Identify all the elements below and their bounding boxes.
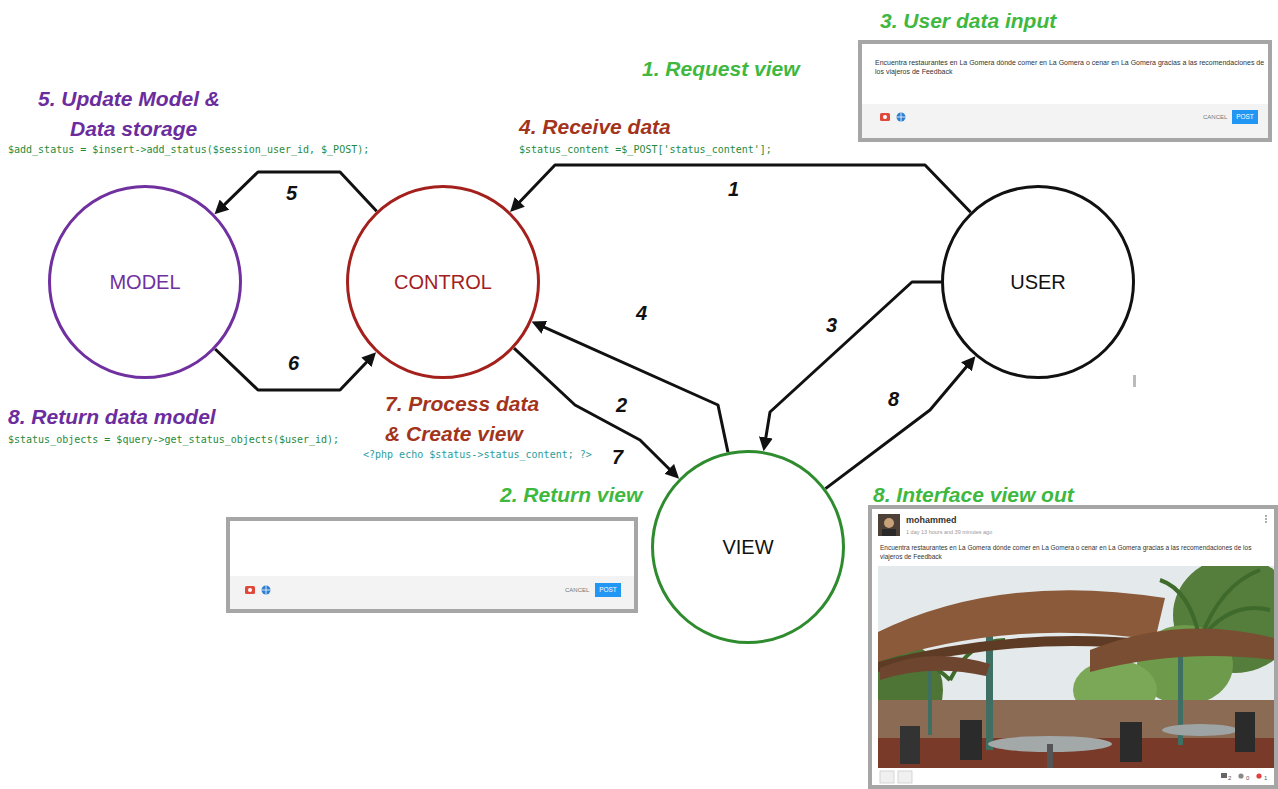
umbrella-pole <box>986 620 993 750</box>
action-button <box>880 771 894 783</box>
step-heading: 8. Return data model <box>8 402 216 432</box>
node-label: CONTROL <box>394 270 492 294</box>
input-form-screenshot: Encuentra restaurantes en La Gomera dónd… <box>858 40 1272 142</box>
flow-arrow <box>517 165 971 212</box>
control-circle: CONTROL <box>346 185 540 379</box>
step-number: 3 <box>826 314 837 336</box>
empty-form-screenshot: CANCEL POST <box>226 517 638 613</box>
chair <box>900 726 920 764</box>
view-circle: VIEW <box>651 450 845 644</box>
globe-icon <box>897 113 906 122</box>
code-snippet: $status_content =$_POST['status_content'… <box>519 144 772 156</box>
like-icon <box>1238 773 1243 778</box>
toolbar-band <box>230 576 634 609</box>
avatar <box>878 514 900 536</box>
camera-icon <box>880 113 890 121</box>
flow-arrow <box>541 326 728 452</box>
step-heading: 8. Interface view out <box>873 480 1074 510</box>
step-heading: 4. Receive data <box>519 112 671 142</box>
circle-outline <box>348 187 539 378</box>
code-snippet: $add_status = $insert->add_status($sessi… <box>8 144 369 156</box>
empty-form-toolbar <box>230 576 634 609</box>
step-heading: 7. Process data & Create view <box>385 389 550 449</box>
user-circle: USER <box>941 185 1135 379</box>
globe-lines <box>897 113 906 122</box>
circle-outline <box>653 452 844 643</box>
step-heading: 5. Update Model & Data storage <box>38 84 270 144</box>
screenshot-text: 0 <box>1246 775 1249 782</box>
node-label: MODEL <box>109 270 180 294</box>
chair <box>960 720 982 760</box>
screenshot-text: 1 day 13 hours and 39 minutes ago <box>906 529 992 536</box>
stray-mark <box>1133 375 1136 387</box>
input-toolbar <box>862 104 1268 138</box>
menu-dot <box>1265 518 1267 520</box>
flow-arrow <box>825 364 969 489</box>
post-screenshot: mohammed 1 day 13 hours and 39 minutes ag… <box>868 505 1278 789</box>
umbrella-thatch <box>1090 628 1274 672</box>
step-number: 5 <box>286 182 297 204</box>
callout-number: 7 <box>612 446 623 468</box>
action-button <box>898 771 912 783</box>
step-number: 6 <box>288 352 299 374</box>
flow-arrow <box>215 349 369 390</box>
screenshot-text: 1 <box>1264 775 1267 782</box>
screenshot-text: mohammed <box>906 515 957 526</box>
chair <box>1235 712 1255 752</box>
code-snippet: <?php echo $status->status_content; ?> <box>363 449 592 461</box>
screenshot-text: POST <box>1232 110 1258 124</box>
flow-arrow <box>222 172 377 211</box>
menu-dot <box>1265 515 1267 517</box>
step-number: 4 <box>636 302 647 324</box>
globe-lines <box>262 586 271 595</box>
menu-dot <box>1265 521 1267 523</box>
node-label: VIEW <box>722 535 773 559</box>
post-card-art <box>867 514 1278 783</box>
umbrella-pole <box>928 665 932 735</box>
step-number: 2 <box>616 394 627 416</box>
camera-lens <box>248 588 252 592</box>
code-snippet: $status_objects = $query->get_status_obj… <box>8 434 339 446</box>
step-heading: 3. User data input <box>880 6 1056 36</box>
comment-icon <box>1221 773 1227 778</box>
back-wall <box>878 700 1274 740</box>
circle-outline <box>50 187 241 378</box>
screenshot-text: 2 <box>1228 775 1231 782</box>
toolbar-band <box>862 104 1268 138</box>
screenshot-text: Encuentra restaurantes en La Gomera dónd… <box>875 58 1265 77</box>
camera-icon <box>245 586 255 594</box>
flow-arrow <box>765 282 941 441</box>
camera-lens <box>883 115 887 119</box>
table <box>1162 724 1238 736</box>
step-heading: 1. Request view <box>642 54 800 84</box>
node-label: USER <box>1010 270 1066 294</box>
umbrella-thatch <box>880 656 990 680</box>
table-leg <box>1047 744 1053 768</box>
screenshot-text: Encuentra restaurantes en La Gomera dónd… <box>880 544 1272 562</box>
screenshot-text: POST <box>595 583 621 597</box>
step-heading: 2. Return view <box>500 480 642 510</box>
chair <box>1120 722 1142 762</box>
globe-icon <box>262 586 271 595</box>
restaurant-photo <box>878 566 1274 768</box>
circle-outline <box>943 187 1134 378</box>
avatar-body <box>882 529 896 536</box>
step-number: 8 <box>888 388 899 410</box>
heart-icon <box>1256 773 1261 778</box>
screenshot-text: CANCEL <box>565 587 589 594</box>
model-circle: MODEL <box>48 185 242 379</box>
avatar-face <box>884 518 894 528</box>
step-number: 1 <box>728 178 739 200</box>
screenshot-text: CANCEL <box>1203 114 1227 121</box>
